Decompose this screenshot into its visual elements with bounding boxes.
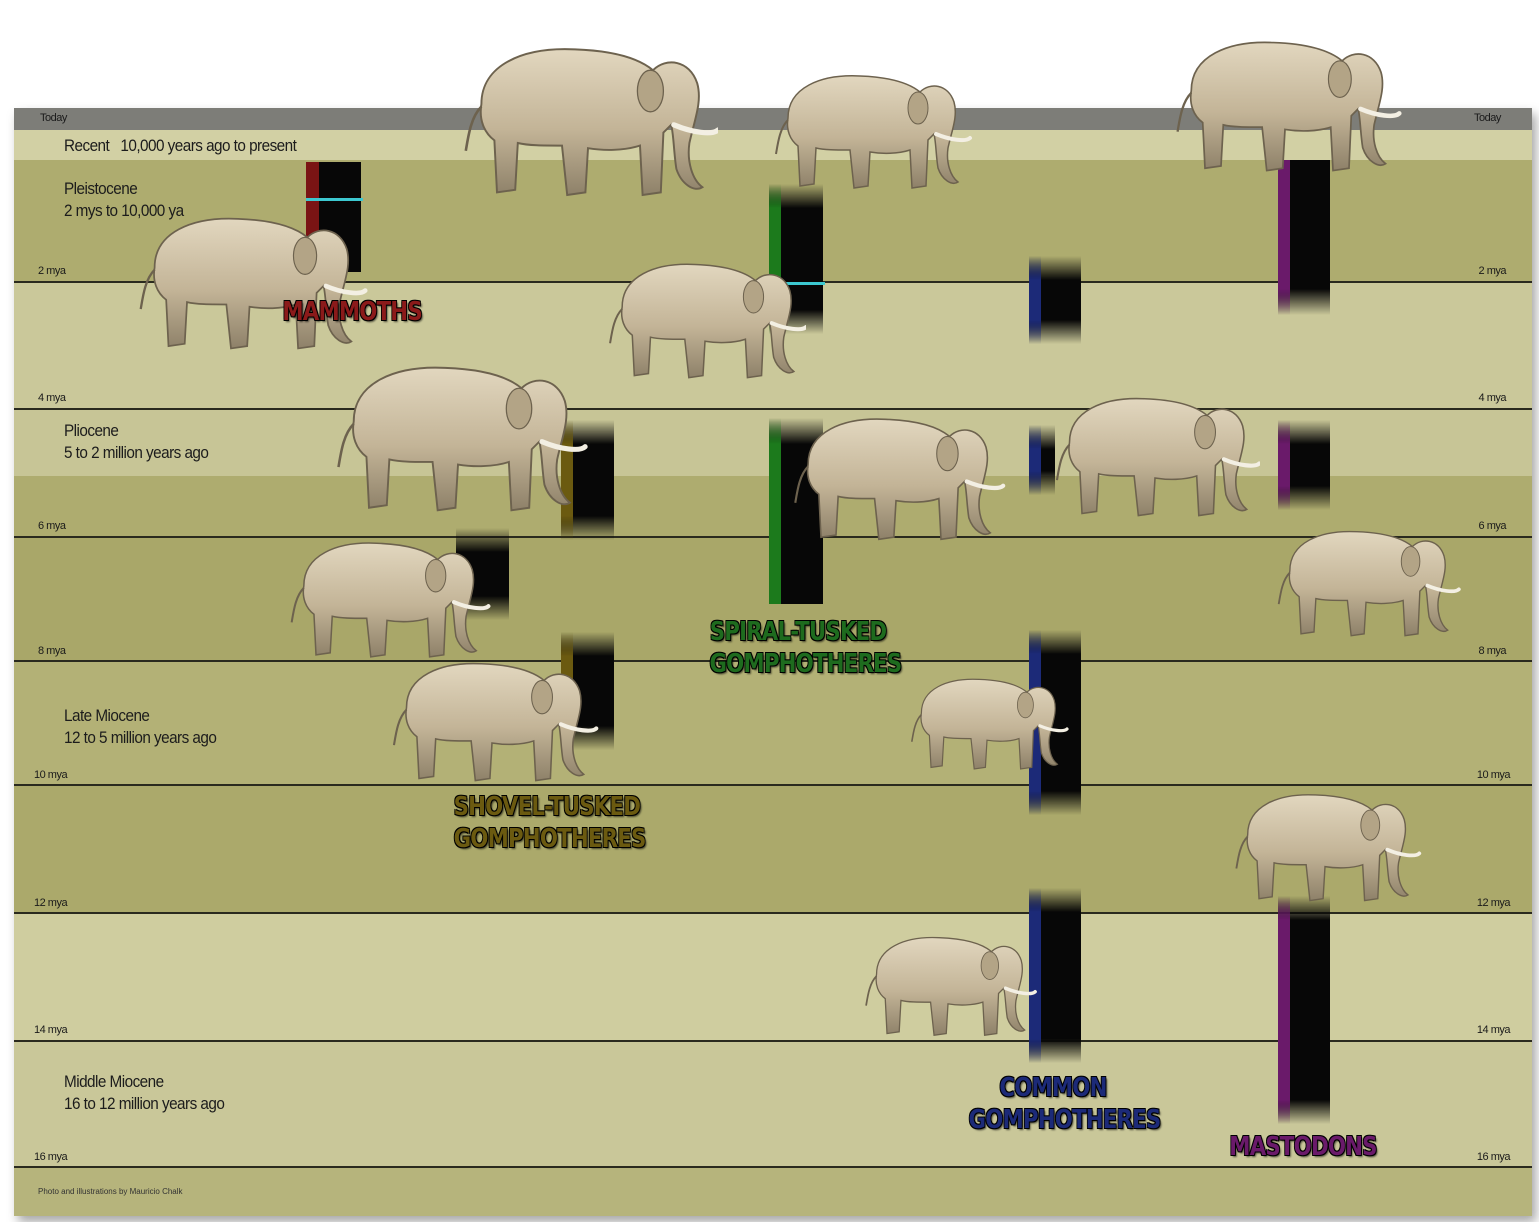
gridline-16mya [14, 1166, 1532, 1168]
tick-left-6mya: 6 mya [38, 520, 66, 532]
epoch-recent: Recent 10,000 years ago to present [64, 135, 297, 157]
today-bar [14, 108, 1532, 130]
epoch-middle-miocene-name: Middle Miocene [64, 1072, 164, 1091]
label-mammoths: MAMMOTHS [282, 297, 422, 327]
epoch-late-miocene-name: Late Miocene [64, 706, 150, 725]
gridline-10mya [14, 784, 1532, 786]
today-label-left: Today [40, 112, 67, 124]
epoch-pliocene: Pliocene 5 to 2 million years ago [64, 420, 209, 464]
label-common-line1: COMMON [999, 1073, 1107, 1103]
label-spiral-line2: GOMPHOTHERES [709, 649, 902, 679]
tick-left-14mya: 14 mya [34, 1024, 68, 1036]
tick-right-16mya: 16 mya [1476, 1151, 1511, 1163]
epoch-middle-miocene-range: 16 to 12 million years ago [64, 1094, 225, 1113]
shovel-gomphothere-1-illustration [300, 345, 616, 523]
common-gomphothere-3-illustration [823, 922, 1073, 1044]
label-shovel-tusked: SHOVEL-TUSKED GOMPHOTHERES [453, 791, 647, 855]
tick-right-8mya: 8 mya [1478, 645, 1507, 657]
gridline-14mya [14, 1040, 1532, 1042]
tick-left-8mya: 8 mya [38, 645, 66, 657]
gridline-12mya [14, 912, 1532, 914]
mammoth-cyan-marker [306, 198, 363, 201]
label-spiral-tusked: SPIRAL-TUSKED GOMPHOTHERES [709, 616, 902, 680]
spiral-cyan-marker [769, 282, 825, 285]
mastodon-3-illustration [1212, 778, 1438, 910]
common-range-stripe-4 [1029, 888, 1041, 1063]
tick-right-2mya: 2 mya [1478, 265, 1507, 277]
mammoth-illustration [112, 198, 387, 360]
epoch-middle-miocene: Middle Miocene 16 to 12 million years ag… [64, 1071, 225, 1115]
spiral-gomphothere-2-illustration [604, 246, 806, 388]
mastodon-range-stripe-middle [1278, 420, 1290, 510]
epoch-recent-range: 10,000 years ago to present [120, 136, 297, 155]
today-label-right: Today [1474, 112, 1501, 124]
tick-left-12mya: 12 mya [34, 897, 68, 909]
label-common-gomphotheres: COMMON GOMPHOTHERES [968, 1072, 1162, 1136]
mastodon-range-stripe-upper [1278, 160, 1290, 315]
epoch-late-miocene: Late Miocene 12 to 5 million years ago [64, 705, 217, 749]
band-8-10 [14, 662, 1532, 784]
tick-right-4mya: 4 mya [1478, 392, 1507, 404]
mastodon-top-illustration [1155, 22, 1415, 182]
spiral-gomphothere-3-illustration [780, 400, 1012, 550]
common-range-stripe-2 [1029, 425, 1041, 495]
label-spiral-line1: SPIRAL-TUSKED [709, 617, 887, 647]
spiral-range-stripe-lower [769, 418, 781, 604]
tick-left-2mya: 2 mya [38, 265, 66, 277]
label-common-line2: GOMPHOTHERES [968, 1105, 1162, 1135]
epoch-pleistocene: Pleistocene 2 mys to 10,000 ya [64, 178, 184, 222]
tick-left-10mya: 10 mya [34, 769, 68, 781]
shovel-gomphothere-3-illustration [375, 645, 609, 791]
epoch-pliocene-name: Pliocene [64, 421, 119, 440]
spiral-gomphothere-top-illustration [735, 58, 1005, 198]
gridline-8mya [14, 660, 1532, 662]
common-gomphothere-2-illustration [902, 665, 1072, 777]
epoch-pliocene-range: 5 to 2 million years ago [64, 443, 209, 462]
label-shovel-line1: SHOVEL-TUSKED [453, 792, 641, 822]
epoch-recent-name: Recent [64, 136, 110, 155]
common-gomphothere-1-illustration [1050, 380, 1260, 526]
mastodon-range-stripe-lower [1278, 896, 1290, 1124]
illustration-credit: Photo and illustrations by Mauricio Chal… [38, 1187, 183, 1196]
tick-left-16mya: 16 mya [34, 1151, 68, 1163]
tick-right-12mya: 12 mya [1476, 897, 1511, 909]
tick-right-10mya: 10 mya [1476, 769, 1511, 781]
tick-left-4mya: 4 mya [38, 392, 66, 404]
label-shovel-line2: GOMPHOTHERES [453, 824, 647, 854]
gridline-4mya [14, 408, 1532, 410]
common-range-stripe-1 [1029, 256, 1041, 344]
mastodon-2-illustration [1240, 515, 1492, 645]
label-mastodons: MASTODONS [1229, 1132, 1377, 1162]
epoch-pleistocene-name: Pleistocene [64, 179, 138, 198]
epoch-pleistocene-range: 2 mys to 10,000 ya [64, 201, 184, 220]
tick-right-6mya: 6 mya [1478, 520, 1507, 532]
epoch-late-miocene-range: 12 to 5 million years ago [64, 728, 217, 747]
band-footer [14, 1168, 1532, 1216]
tick-right-14mya: 14 mya [1476, 1024, 1511, 1036]
mammoth-woolly-illustration [458, 12, 718, 222]
